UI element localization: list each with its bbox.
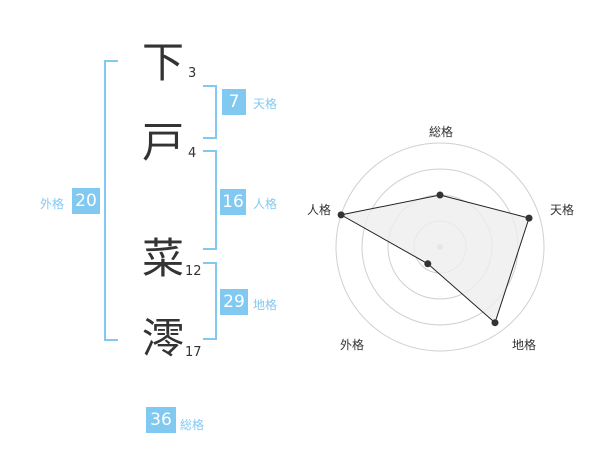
name-char-4: 澪	[142, 314, 185, 363]
radar-data-points	[337, 191, 533, 327]
radar-axis-label-gaikaku: 外格	[339, 338, 364, 352]
tenkaku-value: 7	[222, 89, 246, 115]
radar-axis-label-soukaku: 総格	[428, 125, 453, 139]
radar-polygon	[339, 194, 530, 324]
stroke-count-3: 12	[185, 264, 202, 279]
radar-point-2	[525, 214, 533, 222]
stroke-count-1: 3	[188, 66, 197, 81]
radar-point-3	[491, 319, 499, 327]
name-char-1: 下	[142, 38, 185, 87]
soukaku-label: 総格	[180, 418, 205, 432]
chikaku-label: 地格	[253, 298, 278, 312]
radar-ring	[335, 142, 545, 352]
radar-point-1	[436, 191, 444, 199]
radar-data-area	[339, 194, 530, 324]
chikaku-bracket	[203, 262, 217, 340]
chikaku-value: 29	[220, 289, 248, 315]
soukaku-value: 36	[146, 407, 176, 433]
radar-axis-label-tenkaku: 天格	[549, 203, 574, 217]
tenkaku-label: 天格	[253, 97, 278, 111]
radar-axis-label-jinkaku: 人格	[306, 203, 331, 217]
name-char-3: 菜	[142, 234, 185, 283]
jinkaku-label: 人格	[253, 197, 278, 211]
stroke-count-2: 4	[188, 146, 197, 161]
jinkaku-bracket	[203, 150, 217, 250]
gaikaku-bracket	[104, 60, 118, 341]
gaikaku-label: 外格	[40, 197, 65, 211]
radar-point-5	[337, 211, 345, 219]
gaikaku-value: 20	[72, 188, 100, 214]
tenkaku-bracket	[203, 85, 217, 139]
name-char-2: 戸	[142, 118, 185, 167]
radar-point-4	[424, 260, 432, 268]
stroke-count-4: 17	[185, 345, 202, 360]
fortune-radar-chart	[335, 142, 545, 352]
radar-axis-label-chikaku: 地格	[511, 338, 536, 352]
jinkaku-value: 16	[220, 189, 246, 215]
